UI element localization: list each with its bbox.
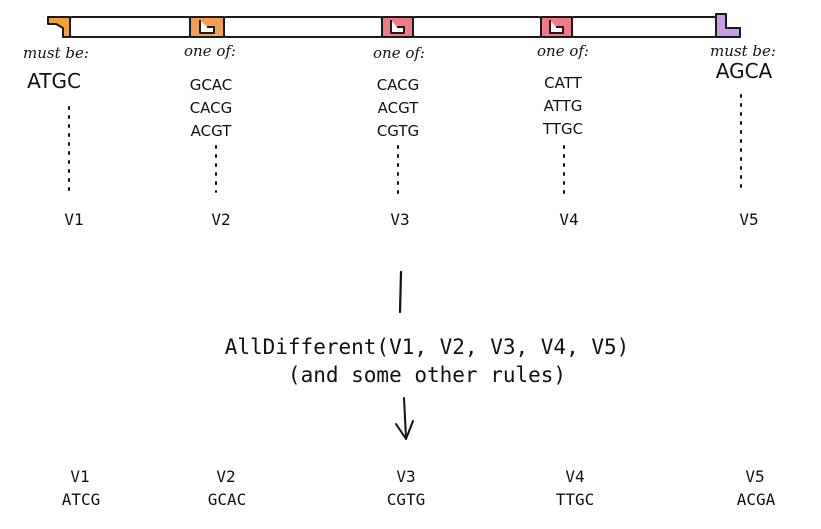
- rule-label-v3: one of:: [373, 44, 425, 62]
- variable-v1: V1: [64, 210, 83, 229]
- bar-segment-1: [69, 16, 191, 38]
- bar-segment-4: [571, 16, 717, 38]
- result-value-v1: ATCG: [62, 490, 101, 509]
- rule-label-v1: must be:: [23, 44, 89, 62]
- constraint-line-2: (and some other rules): [288, 363, 566, 387]
- option-v1-0: ATGC: [27, 69, 81, 93]
- result-var-v2: V2: [216, 467, 235, 486]
- option-v2-1: CACG: [190, 99, 233, 117]
- constraint-line-1: AllDifferent(V1, V2, V3, V4, V5): [225, 335, 630, 359]
- option-v2-0: GCAC: [190, 76, 233, 94]
- option-v4-1: ATTG: [544, 97, 583, 115]
- result-var-v3: V3: [396, 467, 415, 486]
- option-v3-2: CGTG: [377, 122, 419, 140]
- connector-orange: [189, 16, 225, 38]
- result-var-v5: V5: [745, 467, 764, 486]
- bar-segment-2: [223, 16, 383, 38]
- down-arrow-icon: [395, 397, 414, 440]
- result-value-v4: TTGC: [556, 490, 595, 509]
- variable-v3: V3: [390, 210, 409, 229]
- rule-label-v2: one of:: [184, 42, 236, 60]
- result-var-v4: V4: [565, 467, 584, 486]
- rule-label-v4: one of:: [537, 42, 589, 60]
- option-v5-0: AGCA: [716, 59, 773, 83]
- option-v3-1: ACGT: [378, 99, 420, 117]
- result-value-v2: GCAC: [208, 490, 247, 509]
- connector-red-1: [381, 16, 414, 38]
- option-v2-2: ACGT: [191, 122, 233, 140]
- option-v4-0: CATT: [544, 74, 582, 92]
- result-value-v5: ACGA: [737, 490, 776, 509]
- result-var-v1: V1: [70, 467, 89, 486]
- sequence-bar: [47, 13, 741, 38]
- result-value-v3: CGTG: [387, 490, 426, 509]
- variable-v4: V4: [559, 210, 578, 229]
- connector-red-2: [540, 16, 573, 38]
- rule-label-v5: must be:: [710, 42, 776, 60]
- variable-v2: V2: [211, 210, 230, 229]
- connector-start-orange: [47, 16, 71, 38]
- option-v4-2: TTGC: [542, 120, 583, 138]
- variable-v5: V5: [739, 210, 758, 229]
- option-v3-0: CACG: [377, 76, 420, 94]
- flow-line: [398, 270, 403, 314]
- bar-segment-3: [412, 16, 542, 38]
- connector-end-purple: [715, 13, 741, 38]
